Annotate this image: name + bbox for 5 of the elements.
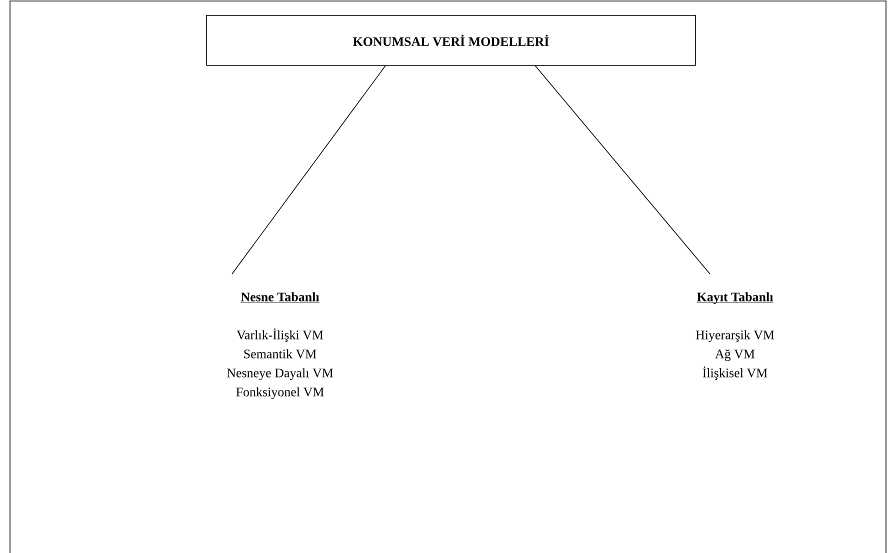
connector-line	[232, 65, 386, 274]
title-box: KONUMSAL VERİ MODELLERİ	[206, 15, 696, 66]
connector-line	[534, 65, 710, 274]
category-list: Kayıt Tabanlı Hiyerarşik VM Ağ VM İlişkisel VM	[696, 292, 774, 380]
category-list: Nesne Tabanlı Varlık-İlişki VM Semantik VM Nesneye Dayalı VM Fonksiyonel VM	[226, 292, 334, 400]
